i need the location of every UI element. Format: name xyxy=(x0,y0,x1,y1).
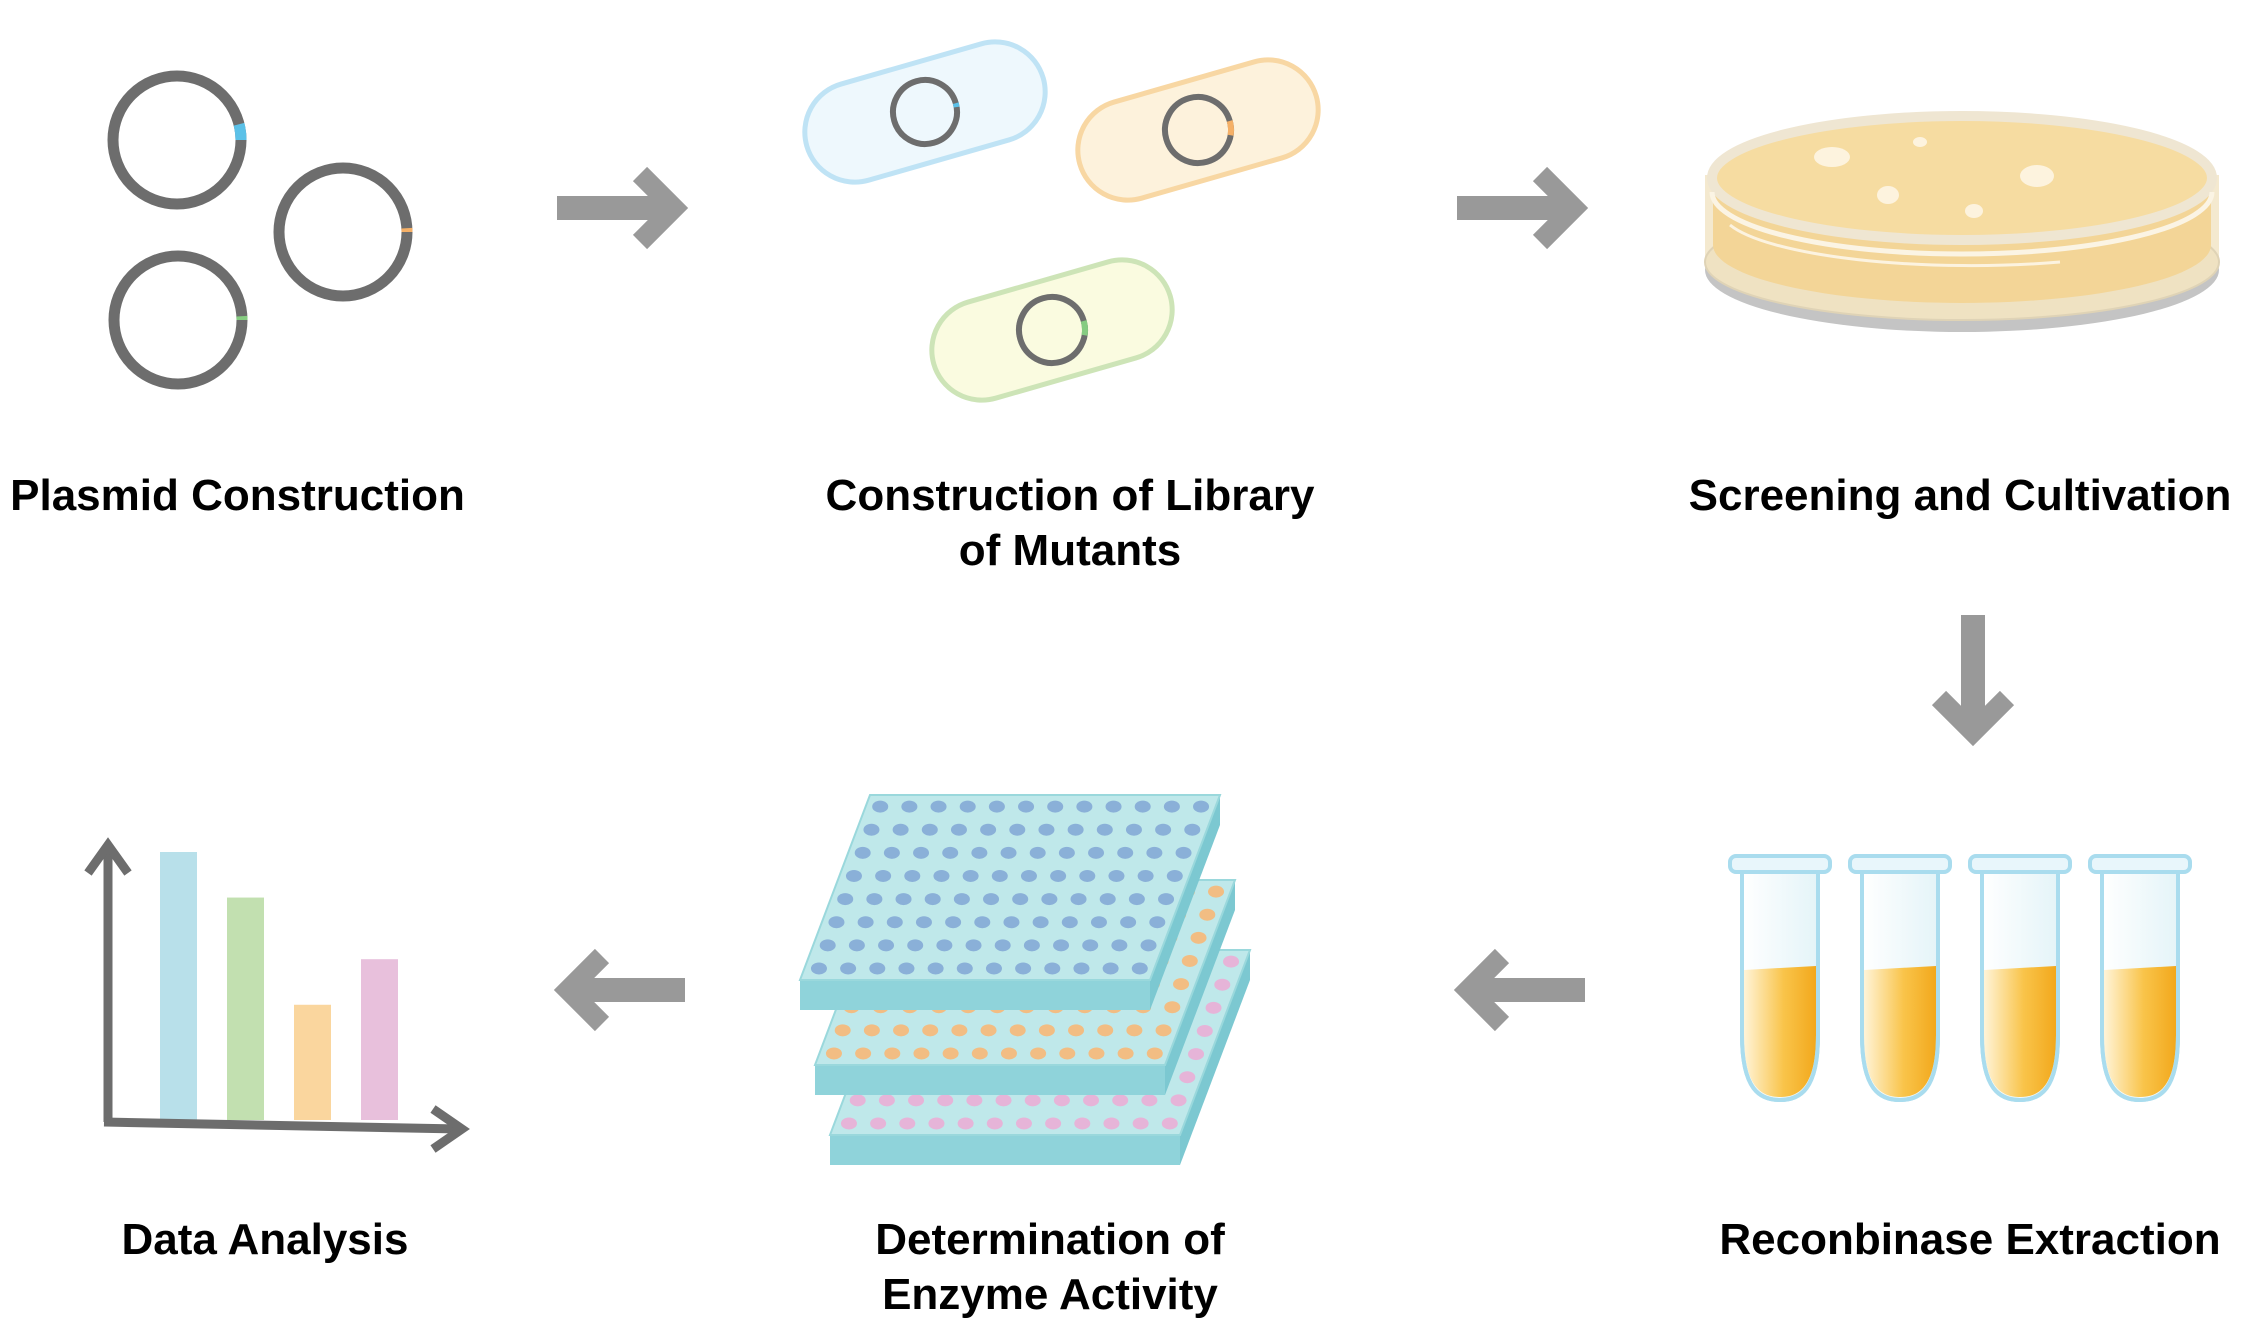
tube-liquid xyxy=(1864,966,1936,1097)
tube-liquid xyxy=(2104,966,2176,1097)
plasmid-ring-green xyxy=(108,250,248,390)
test-tube xyxy=(1848,854,1952,1103)
petri-dish-icon xyxy=(1704,111,2220,332)
orange-gene-segment xyxy=(1162,94,1234,166)
plasmid-ring-orange xyxy=(273,162,413,302)
bar-chart-icon xyxy=(84,837,470,1153)
test-tube xyxy=(1728,854,1832,1103)
arrow-enzyme-to-analysis xyxy=(553,948,685,1032)
step-label-reconbinase-extraction: Reconbinase Extraction xyxy=(1719,1215,2221,1264)
microplate-stack-icon xyxy=(798,794,1252,1165)
test-tube xyxy=(1968,854,2072,1103)
chart-bar xyxy=(294,1004,331,1120)
test-tubes-icon xyxy=(1728,854,2192,1103)
bacterium-orange xyxy=(1075,57,1321,203)
arrow-screening-to-extraction xyxy=(1931,615,2015,747)
green-gene-segment xyxy=(1016,294,1088,366)
chart-bar xyxy=(361,959,398,1120)
arrow-plasmid-to-library xyxy=(557,166,689,250)
test-tube xyxy=(2088,854,2192,1103)
tube-liquid xyxy=(1744,966,1816,1097)
green-gene-segment xyxy=(108,250,248,390)
plasmid-ring-blue xyxy=(107,70,247,210)
arrow-extraction-to-enzyme xyxy=(1453,948,1585,1032)
bacterium-green xyxy=(929,257,1175,403)
tube-liquid xyxy=(1984,966,2056,1097)
step-label-screening-and-cultivation: Screening and Cultivation xyxy=(1688,471,2232,520)
microplate-blue xyxy=(798,794,1222,1010)
chart-bar xyxy=(160,852,197,1120)
blue-gene-segment xyxy=(107,70,247,210)
plasmid-rings-icon xyxy=(107,70,413,390)
flow-arrows xyxy=(553,166,2015,1032)
chart-bar xyxy=(227,897,264,1120)
step-label-data-analysis: Data Analysis xyxy=(121,1215,409,1264)
step-label-determination-of-enzyme-activity: Determination of Enzyme Activity xyxy=(875,1215,1225,1319)
arrow-library-to-screening xyxy=(1457,166,1589,250)
orange-gene-segment xyxy=(273,162,413,302)
bacteria-with-plasmids-icon xyxy=(802,39,1321,403)
step-label-plasmid-construction: Plasmid Construction xyxy=(10,471,465,520)
bacterium-blue xyxy=(802,39,1048,185)
step-label-construction-of-library: Construction of Library of Mutants xyxy=(825,471,1315,575)
